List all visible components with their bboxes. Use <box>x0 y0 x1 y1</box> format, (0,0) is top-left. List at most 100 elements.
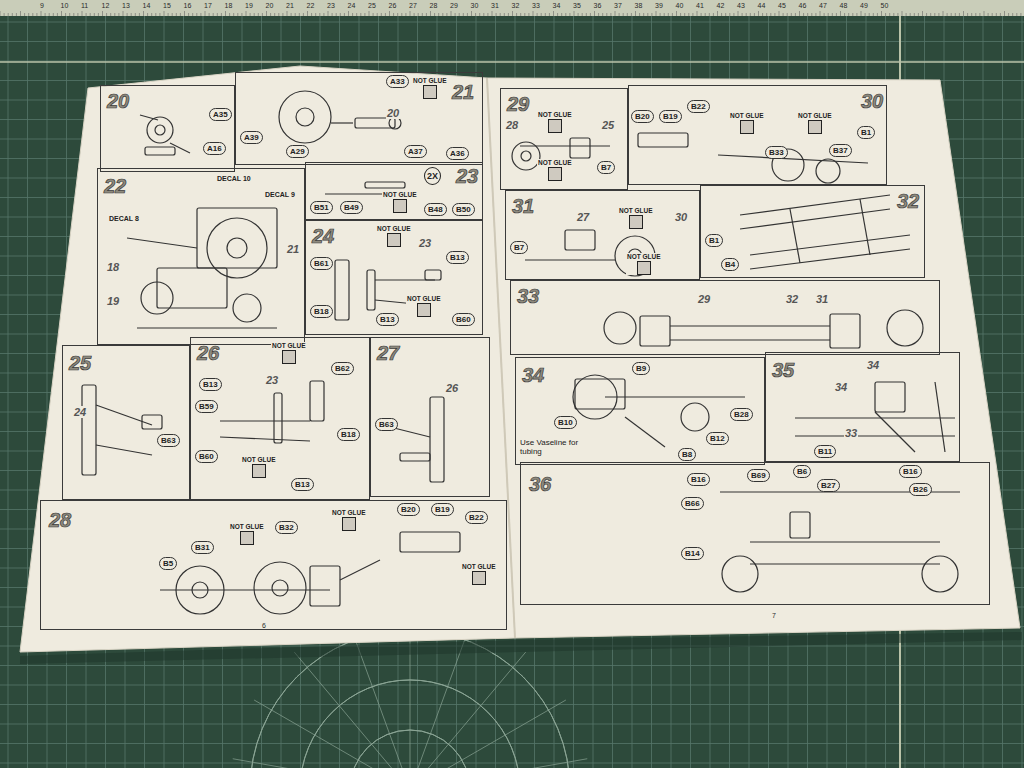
step-number: 21 <box>452 81 474 104</box>
decal-label: DECAL 9 <box>264 191 296 198</box>
grid-line <box>0 724 1024 725</box>
ruler-number: 49 <box>860 2 868 9</box>
ruler-tick <box>692 13 693 16</box>
ruler-tick <box>774 13 775 16</box>
part-drawing <box>875 412 915 452</box>
part-number: 30 <box>674 211 688 223</box>
part-drawing <box>795 417 955 418</box>
ruler-tick <box>287 11 288 16</box>
ruler-tick <box>717 11 718 16</box>
ruler-tick <box>906 13 907 16</box>
ruler-tick <box>328 11 329 16</box>
ruler-tick <box>475 13 476 16</box>
callout-number: B13 <box>446 251 469 264</box>
step-number: 35 <box>772 359 794 382</box>
part-drawing <box>722 556 758 592</box>
ruler-number: 20 <box>266 2 274 9</box>
part-drawing <box>142 415 162 429</box>
ruler-tick <box>45 13 46 16</box>
ruler-tick <box>877 13 878 16</box>
ruler-tick <box>340 13 341 16</box>
not-glue-note: NOT GLUE <box>412 77 448 99</box>
grid-line <box>0 22 1024 23</box>
ruler-tick <box>401 13 402 16</box>
part-drawing <box>155 125 165 135</box>
ruler-tick <box>139 13 140 16</box>
callout-number: B6 <box>793 465 811 478</box>
ruler-tick <box>828 13 829 16</box>
step-panel: 34B9B10Use Vaseline for tubingB12B28B8 <box>515 357 765 465</box>
ruler-tick <box>664 13 665 16</box>
ruler-tick <box>713 13 714 16</box>
ruler-tick <box>184 11 185 16</box>
callout-number: B22 <box>465 511 488 524</box>
ruler-number: 30 <box>471 2 479 9</box>
ruler-tick <box>430 11 431 16</box>
ruler-tick <box>725 13 726 16</box>
ruler-number: 13 <box>122 2 130 9</box>
ruler-number: 12 <box>102 2 110 9</box>
ruler-number: 21 <box>286 2 294 9</box>
ruler-tick <box>943 11 944 16</box>
callout-number: B5 <box>159 557 177 570</box>
part-drawing <box>520 145 610 146</box>
part-drawing <box>790 209 800 263</box>
ruler-tick <box>881 11 882 16</box>
grid-line <box>8 16 9 768</box>
ruler-tick <box>938 13 939 16</box>
ruler-tick <box>422 13 423 16</box>
ruler-tick <box>619 13 620 16</box>
part-drawing <box>750 541 940 542</box>
step-panel: 26NOT GLUE23B62B13B59B18B60NOT GLUEB13 <box>190 337 370 500</box>
part-drawing <box>430 397 444 482</box>
ruler-tick <box>861 11 862 16</box>
ruler-tick <box>147 13 148 16</box>
ruler-tick <box>643 13 644 16</box>
ruler-tick <box>483 13 484 16</box>
ruler-tick <box>807 13 808 16</box>
ruler-tick <box>922 11 923 16</box>
ruler-tick <box>221 13 222 16</box>
ruler-tick <box>930 13 931 16</box>
part-drawing <box>740 209 890 229</box>
callout-number: A35 <box>209 108 232 121</box>
ruler-tick <box>455 13 456 16</box>
ruler-tick <box>1000 13 1001 16</box>
part-drawing <box>875 382 905 412</box>
ruler-tick <box>262 13 263 16</box>
not-glue-note: NOT GLUE <box>729 112 765 134</box>
ruler-tick <box>102 11 103 16</box>
step-panel: 2928NOT GLUE25NOT GLUEB7 <box>500 88 628 190</box>
ruler-tick <box>504 13 505 16</box>
part-drawing <box>274 393 282 443</box>
not-glue-note: NOT GLUE <box>537 159 573 181</box>
ruler-tick <box>512 11 513 16</box>
ruler-number: 44 <box>758 2 766 9</box>
ruler-tick <box>237 13 238 16</box>
ruler-tick <box>647 13 648 16</box>
callout-number: B1 <box>857 126 875 139</box>
part-drawing <box>365 182 405 188</box>
ruler-tick <box>114 13 115 16</box>
ruler-tick <box>258 13 259 16</box>
ruler-tick <box>143 11 144 16</box>
callout-number: A33 <box>386 75 409 88</box>
step-panel: 20A35A16 <box>100 85 235 172</box>
ruler-tick <box>12 13 13 16</box>
ruler-tick <box>155 13 156 16</box>
ruler-tick <box>770 13 771 16</box>
ruler-tick <box>836 13 837 16</box>
ruler-tick <box>639 13 640 16</box>
ruler-tick <box>36 13 37 16</box>
ruler-tick <box>799 11 800 16</box>
ruler-tick <box>217 13 218 16</box>
part-drawing <box>565 230 595 250</box>
ruler-number: 16 <box>184 2 192 9</box>
part-drawing <box>220 420 310 421</box>
part-drawing <box>331 122 353 123</box>
part-drawing <box>670 339 830 340</box>
ruler-tick <box>627 13 628 16</box>
ruler-tick <box>709 13 710 16</box>
ruler-tick <box>840 11 841 16</box>
ruler-tick <box>123 11 124 16</box>
